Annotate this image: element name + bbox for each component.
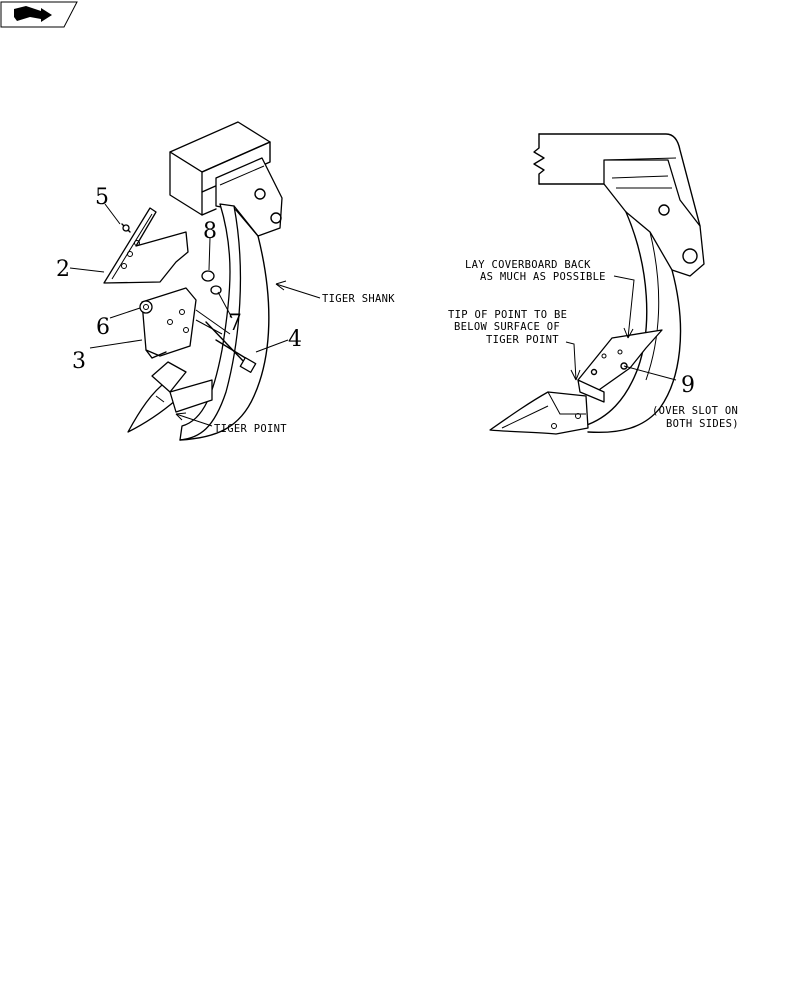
slot-note-line-1: (OVER SLOT ON bbox=[652, 405, 738, 417]
slot-note-line-2: BOTH SIDES) bbox=[666, 418, 739, 430]
right-assembled-view: 9 LAY COVERBOARD BACK AS MUCH AS POSSIBL… bbox=[448, 133, 739, 435]
bracket-plate-part-3 bbox=[141, 287, 197, 359]
right-tiger-shank bbox=[583, 211, 682, 434]
callout-8: 8 bbox=[203, 219, 217, 244]
coverboard-part-2 bbox=[103, 207, 189, 284]
hardware bbox=[121, 223, 257, 373]
tiger-shank bbox=[179, 203, 270, 441]
callout-5: 5 bbox=[95, 185, 109, 210]
tiger-point-label: TIGER POINT bbox=[214, 423, 287, 435]
tip-note-line-2: BELOW SURFACE OF bbox=[454, 321, 560, 333]
right-coverboard bbox=[577, 329, 663, 403]
book-arrow-icon[interactable] bbox=[0, 1, 78, 28]
tiger-shank-label: TIGER SHANK bbox=[322, 293, 395, 305]
callout-7: 7 bbox=[228, 311, 242, 336]
left-exploded-view: 2 3 4 5 6 7 8 TIGER SHANK TIGER POINT bbox=[56, 121, 395, 441]
shank-bracket bbox=[215, 157, 283, 237]
tip-note-line-1: TIP OF POINT TO BE bbox=[448, 309, 567, 321]
callout-4: 4 bbox=[288, 327, 302, 352]
callout-9: 9 bbox=[681, 373, 695, 398]
left-leader-lines bbox=[69, 203, 321, 427]
coverboard-note-line-2: AS MUCH AS POSSIBLE bbox=[480, 271, 606, 283]
right-tiger-point bbox=[489, 391, 589, 435]
tip-note-line-3: TIGER POINT bbox=[486, 334, 559, 346]
mount-bracket bbox=[603, 159, 705, 277]
coverboard-note-line-1: LAY COVERBOARD BACK bbox=[465, 259, 591, 271]
callout-3: 3 bbox=[72, 349, 86, 374]
tiger-point bbox=[127, 361, 213, 433]
right-leader-lines bbox=[565, 275, 677, 381]
callout-2: 2 bbox=[56, 257, 70, 282]
callout-6: 6 bbox=[96, 315, 110, 340]
